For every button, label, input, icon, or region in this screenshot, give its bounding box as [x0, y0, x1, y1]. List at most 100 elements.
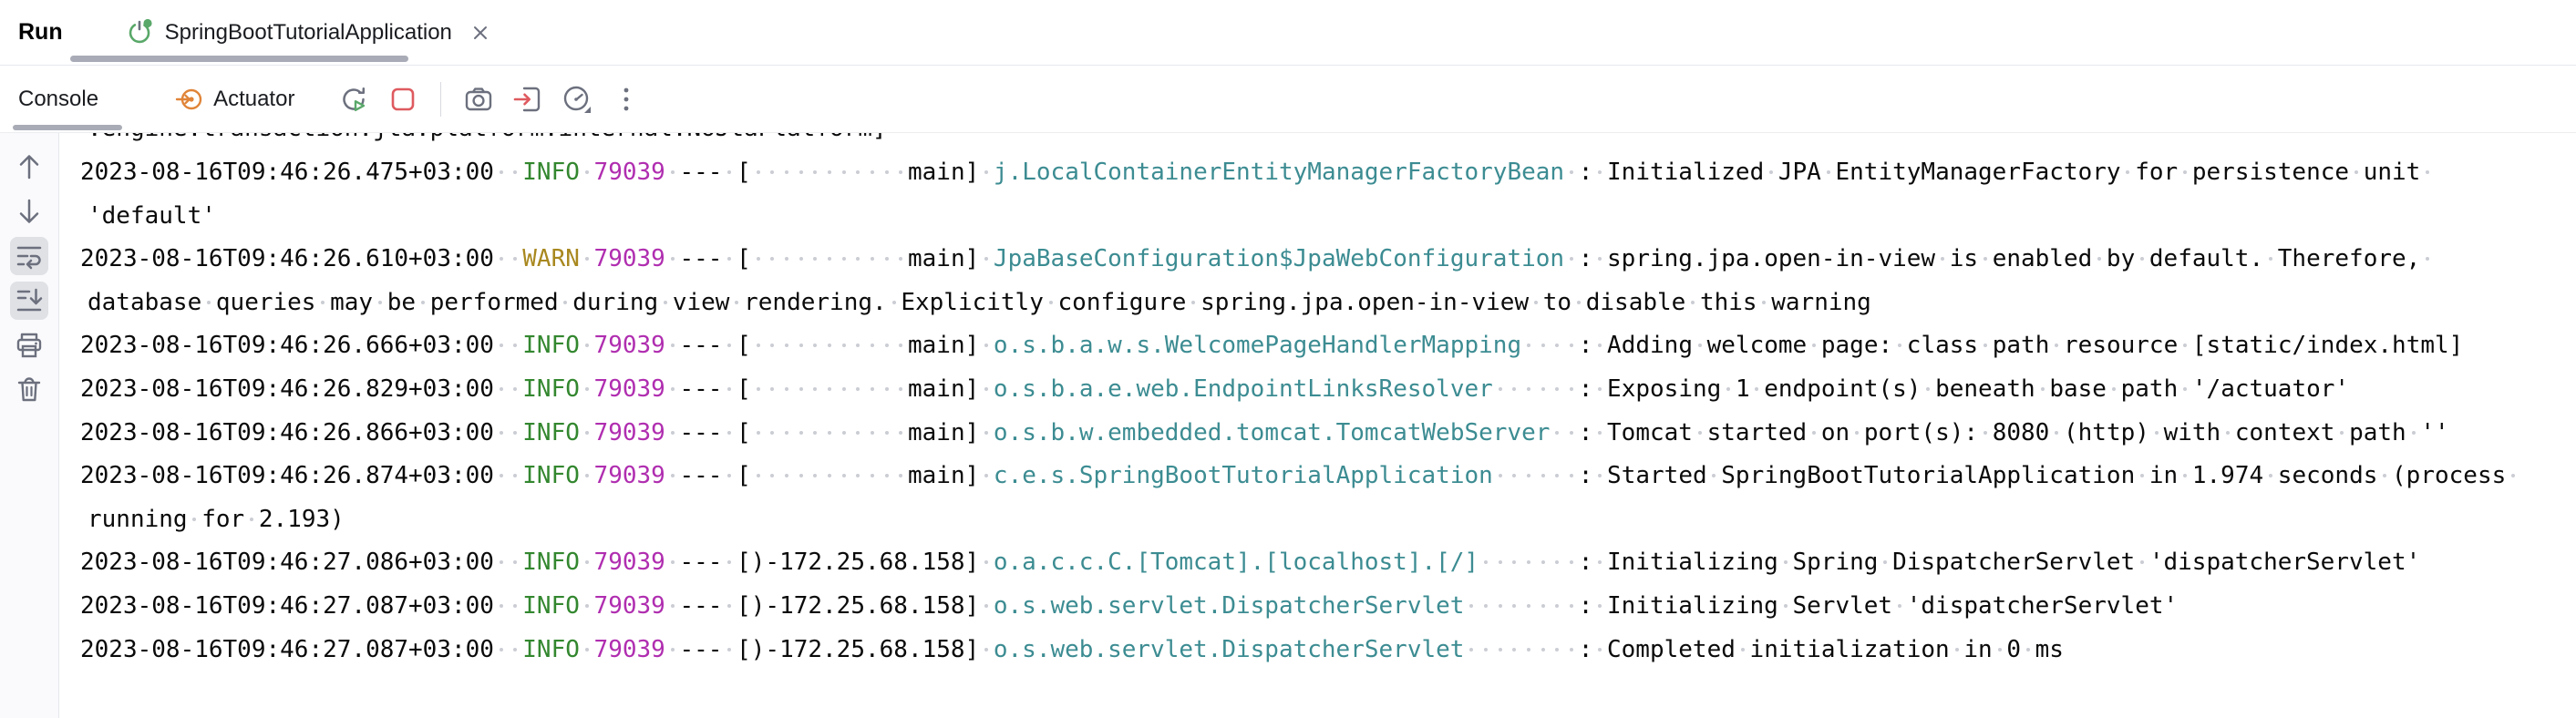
log-segment — [979, 159, 994, 186]
log-segment: --- — [665, 375, 737, 403]
log-segment: 2023-08-16T09:46:26.610+03:00 — [80, 245, 509, 272]
log-segment — [580, 332, 594, 359]
log-segment — [979, 419, 994, 446]
log-line: 2023-08-16T09:46:26.874+03:00 INFO 79039… — [80, 455, 2527, 541]
console-log: 2023-08-16T09:46:26.475+03:00 INFO 79039… — [80, 151, 2527, 672]
log-segment: o.a.c.c.C.[Tomcat].[localhost].[/] — [994, 549, 1564, 576]
log-segment: 79039 — [593, 332, 665, 360]
log-segment: INFO — [509, 592, 580, 620]
log-segment: 2023-08-16T09:46:26.874+03:00 — [80, 462, 509, 489]
log-segment: --- — [665, 592, 737, 620]
log-segment: Initializing Servlet 'dispatcherServlet' — [1607, 591, 2179, 620]
console-output[interactable]: .engine.transaction.jta.platform.interna… — [59, 133, 2576, 718]
log-segment: : — [1564, 419, 1607, 446]
tool-window-title: Run — [18, 19, 63, 45]
log-segment: [)-172.25.68.158] — [737, 635, 980, 663]
log-segment: : — [1564, 462, 1607, 489]
log-segment: 79039 — [593, 374, 665, 403]
log-segment — [580, 419, 594, 446]
log-segment: 79039 — [593, 549, 665, 577]
log-segment: --- — [665, 159, 737, 186]
log-segment: j.LocalContainerEntityManagerFactoryBean — [993, 159, 1565, 186]
log-segment: INFO — [509, 332, 580, 359]
log-segment: [ main] — [737, 332, 980, 360]
log-segment: : — [1564, 332, 1607, 359]
log-segment: : — [1564, 245, 1607, 272]
log-segment: Started SpringBootTutorialApplication in… — [88, 462, 2520, 533]
log-segment: [)-172.25.68.158] — [737, 549, 980, 577]
log-segment: o.s.b.a.w.s.WelcomePageHandlerMapping — [994, 332, 1564, 359]
log-line: 2023-08-16T09:46:27.087+03:00 INFO 79039… — [80, 629, 2527, 672]
log-segment: o.s.web.servlet.DispatcherServlet — [994, 592, 1564, 620]
screenshot-button[interactable] — [458, 78, 500, 120]
stop-button[interactable] — [382, 78, 424, 120]
log-line: 2023-08-16T09:46:27.087+03:00 INFO 79039… — [80, 585, 2527, 629]
log-segment: WARN — [509, 245, 580, 272]
log-segment — [580, 592, 594, 620]
log-segment: INFO — [509, 159, 580, 186]
log-segment: --- — [665, 332, 737, 359]
log-segment: Initialized JPA EntityManagerFactory for… — [88, 159, 2435, 230]
scroll-up-button[interactable] — [10, 148, 48, 186]
scroll-down-button[interactable] — [10, 192, 48, 231]
clear-console-button[interactable] — [10, 371, 48, 409]
log-line: 2023-08-16T09:46:26.610+03:00 WARN 79039… — [80, 238, 2527, 324]
log-segment — [580, 549, 594, 576]
rerun-button[interactable] — [333, 78, 375, 120]
log-segment: 2023-08-16T09:46:26.829+03:00 — [80, 375, 509, 403]
log-segment — [979, 375, 994, 403]
log-segment — [979, 332, 994, 359]
console-gutter — [0, 133, 59, 718]
scroll-to-end-toggle[interactable] — [10, 282, 48, 320]
log-segment: Completed initialization in 0 ms — [1607, 635, 2064, 663]
log-segment: [ main] — [737, 462, 980, 490]
log-segment: o.s.b.w.embedded.tomcat.TomcatWebServer — [994, 419, 1564, 446]
tab-actuator[interactable]: Actuator — [159, 66, 311, 132]
actuator-icon — [175, 85, 204, 114]
console-tab-underline — [13, 125, 122, 130]
log-segment: spring.jpa.open-in-view is enabled by de… — [88, 245, 2435, 316]
log-segment: 2023-08-16T09:46:27.086+03:00 — [80, 549, 509, 576]
log-segment: --- — [665, 245, 737, 272]
log-segment: --- — [665, 636, 737, 663]
log-segment: [)-172.25.68.158] — [737, 591, 980, 620]
toolbar-separator — [440, 81, 442, 117]
gauge-button[interactable] — [556, 78, 598, 120]
tab-console[interactable]: Console — [2, 66, 115, 132]
log-segment: o.s.web.servlet.DispatcherServlet — [994, 636, 1564, 663]
log-segment: INFO — [509, 549, 580, 576]
close-icon[interactable] — [470, 23, 490, 43]
log-segment: Initializing Spring DispatcherServlet 'd… — [1607, 549, 2421, 577]
clipped-log-line: .engine.transaction.jta.platform.interna… — [80, 133, 2527, 151]
log-segment: : — [1564, 159, 1607, 186]
log-segment: : — [1564, 549, 1607, 576]
log-segment: [ main] — [737, 245, 980, 273]
log-segment: Exposing 1 endpoint(s) beneath base path… — [1607, 374, 2350, 403]
log-segment: c.e.s.SpringBootTutorialApplication — [994, 462, 1564, 489]
attach-button[interactable] — [507, 78, 549, 120]
print-button[interactable] — [10, 326, 48, 364]
soft-wrap-toggle[interactable] — [10, 237, 48, 275]
log-line: 2023-08-16T09:46:26.866+03:00 INFO 79039… — [80, 412, 2527, 456]
log-segment: JpaBaseConfiguration$JpaWebConfiguration — [993, 245, 1565, 273]
log-line: 2023-08-16T09:46:26.475+03:00 INFO 79039… — [80, 151, 2527, 238]
log-segment — [580, 462, 594, 489]
log-segment: --- — [665, 419, 737, 446]
log-segment: : — [1564, 592, 1607, 620]
run-tab-label: SpringBootTutorialApplication — [164, 19, 452, 45]
more-options-button[interactable] — [605, 78, 647, 120]
log-segment: 79039 — [593, 159, 665, 186]
log-segment: 2023-08-16T09:46:26.475+03:00 — [80, 159, 509, 186]
log-line: 2023-08-16T09:46:26.666+03:00 INFO 79039… — [80, 324, 2527, 368]
log-segment — [580, 636, 594, 663]
run-tool-window-header: Run SpringBootTutorialApplication — [0, 0, 2576, 66]
log-segment: INFO — [509, 419, 580, 446]
run-tab-springboottutorialapplication[interactable]: SpringBootTutorialApplication — [112, 0, 503, 65]
log-segment: : — [1564, 636, 1607, 663]
log-segment: INFO — [509, 375, 580, 403]
log-segment: 79039 — [593, 245, 665, 273]
log-segment: [ main] — [737, 418, 980, 446]
actuator-tab-label: Actuator — [213, 86, 295, 111]
log-line: 2023-08-16T09:46:27.086+03:00 INFO 79039… — [80, 541, 2527, 585]
log-segment — [979, 636, 994, 663]
